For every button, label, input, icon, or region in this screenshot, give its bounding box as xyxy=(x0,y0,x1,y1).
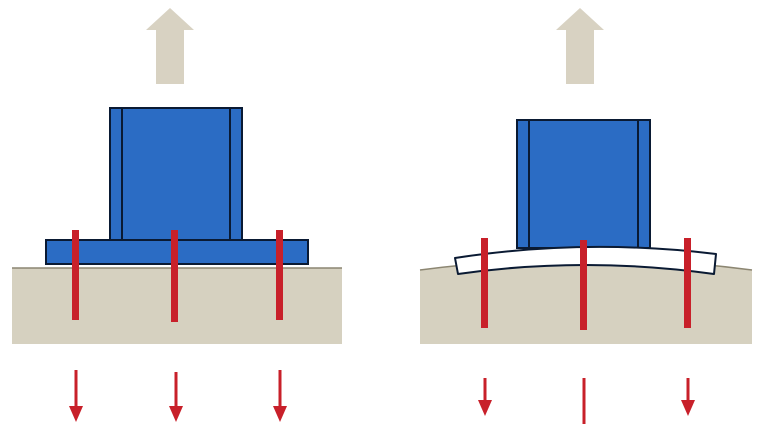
down-arrow-icon xyxy=(273,370,287,422)
panel-rigid xyxy=(12,8,342,422)
steel-column xyxy=(109,107,243,243)
down-arrow-icon xyxy=(69,370,83,422)
down-arrow-icon xyxy=(681,378,695,416)
anchor-bolt xyxy=(276,230,283,320)
down-arrow-icon xyxy=(169,372,183,422)
up-arrow-icon xyxy=(556,8,604,84)
anchor-bolt xyxy=(171,230,178,322)
anchor-bolt xyxy=(684,238,691,328)
anchor-bolt xyxy=(481,238,488,328)
up-arrow-icon xyxy=(146,8,194,84)
anchor-bolt xyxy=(580,240,587,330)
steel-column xyxy=(516,119,651,249)
down-arrow-icon xyxy=(478,378,492,416)
anchor-bolt xyxy=(72,230,79,320)
panel-flexible xyxy=(419,8,753,424)
